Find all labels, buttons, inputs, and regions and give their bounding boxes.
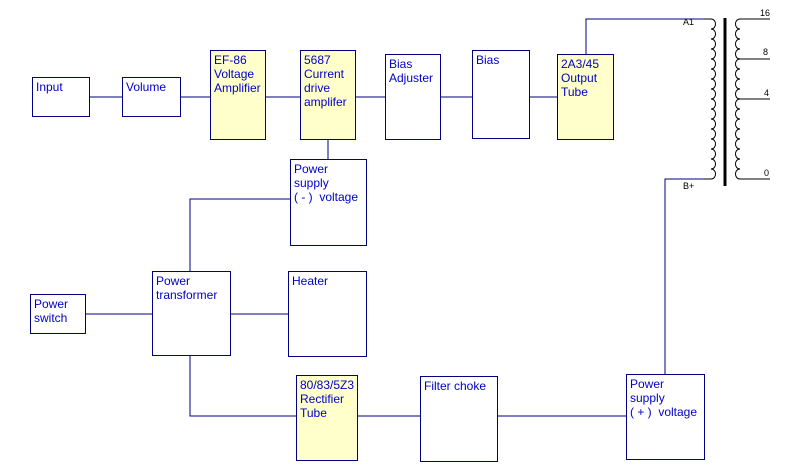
bias-block: Bias: [472, 50, 530, 139]
signal-wires: [86, 18, 704, 417]
power-switch-block: Power switch: [30, 294, 86, 334]
rectifier-tube-block: 80/83/5Z3 Rectifier Tube: [296, 375, 358, 461]
primary-bplus-label: B+: [683, 181, 695, 191]
primary-winding: [710, 18, 716, 180]
tap-4-label: 4: [764, 88, 770, 98]
bias-adjuster-block: Bias Adjuster: [385, 54, 441, 140]
primary-a1-label: A1: [683, 17, 695, 27]
volume-block: Volume: [122, 77, 181, 117]
5687-current-drive-amplifier-block: 5687 Current drive amplifer: [300, 50, 356, 140]
secondary-winding: [735, 18, 741, 180]
power-supply-negative-block: Power supply ( - ) voltage: [290, 159, 367, 246]
input-block: Input: [32, 77, 90, 117]
ef86-voltage-amplifier-block: EF-86 Voltage Amplifier: [210, 50, 266, 140]
tap-0-label: 0: [764, 168, 770, 178]
power-transformer-block: Power transformer: [152, 271, 231, 356]
heater-block: Heater: [288, 271, 367, 357]
power-supply-positive-block: Power supply ( + ) voltage: [626, 374, 705, 460]
filter-choke-block: Filter choke: [420, 376, 498, 462]
tap-16-label: 16: [760, 8, 771, 18]
2a3-output-tube-block: 2A3/45 Output Tube: [557, 54, 614, 140]
output-transformer: [704, 18, 770, 186]
tap-8-label: 8: [763, 47, 769, 57]
